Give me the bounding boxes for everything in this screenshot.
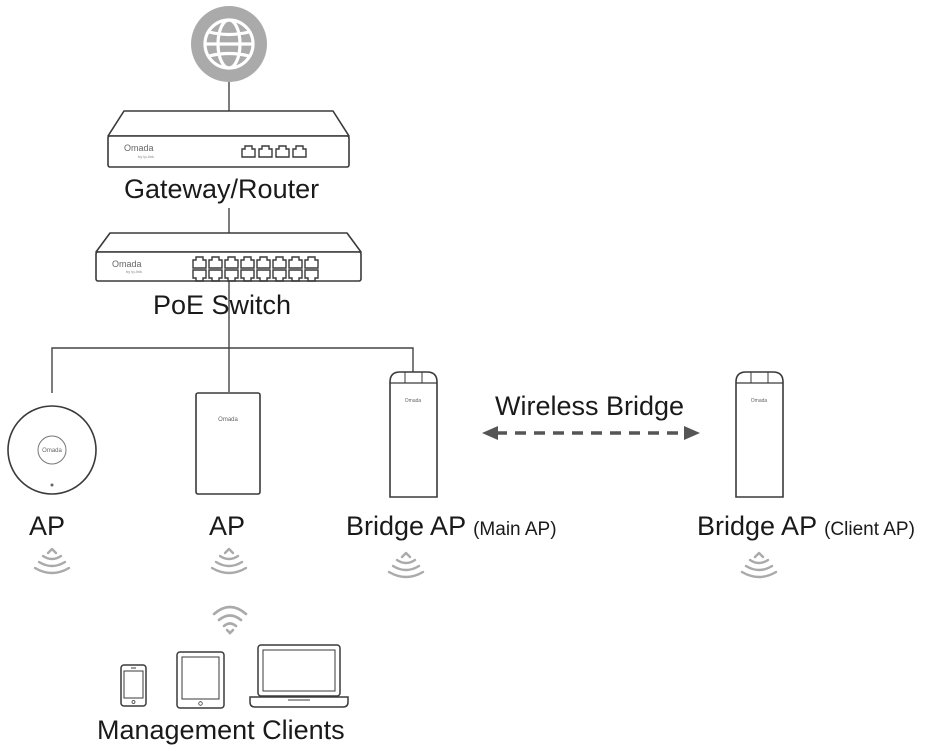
ap-wall-label: AP [209,511,246,541]
switch-brand-tagline: by tp-link [126,269,142,274]
laptop-icon [249,644,349,708]
wifi-signal-icon [212,605,248,635]
bridge-client-label: Bridge AP (Client AP) [697,511,915,545]
phone-icon [120,664,147,707]
gateway-label: Gateway/Router [124,174,320,204]
router-device: Omada by tp-link [107,110,350,168]
bridge-main-label-text: Bridge AP [346,511,466,541]
router-brand-tagline: by tp-link [138,154,154,159]
switch-label: PoE Switch [153,290,292,320]
bridge-ap-main-device: Omada [389,371,438,498]
globe-icon [191,6,267,82]
bridge-client-label-sub: (Client AP) [824,519,915,540]
tablet-icon [176,651,225,709]
bridge-client-label-text: Bridge AP [697,511,817,541]
signal-icon-bridge-main [387,551,425,579]
router-brand: Omada [124,143,154,153]
switch-brand: Omada [112,259,142,269]
switch-device: Omada by tp-link [95,232,362,282]
wireless-bridge-arrow [482,426,700,440]
signal-icon-bridge-client [740,551,778,579]
clients-label: Management Clients [97,715,345,745]
ap-ceiling-label: AP [29,511,66,541]
bridge-main-label-sub: (Main AP) [473,519,557,540]
bridge-ap-client-device: Omada [735,371,784,498]
ceiling-ap-device: Omada [7,405,97,495]
connection-lines [51,82,414,393]
ceiling-ap-brand: Omada [42,448,62,454]
bridge-client-brand: Omada [751,398,768,404]
switch-branch-line [51,347,414,393]
wall-ap-brand: Omada [218,417,238,423]
signal-icon-ceiling-ap [33,547,71,575]
wall-ap-device: Omada [195,392,261,495]
bridge-main-brand: Omada [405,398,422,404]
wireless-bridge-label: Wireless Bridge [495,391,685,421]
signal-icon-wall-ap [210,547,248,575]
bridge-main-label: Bridge AP (Main AP) [346,511,557,545]
